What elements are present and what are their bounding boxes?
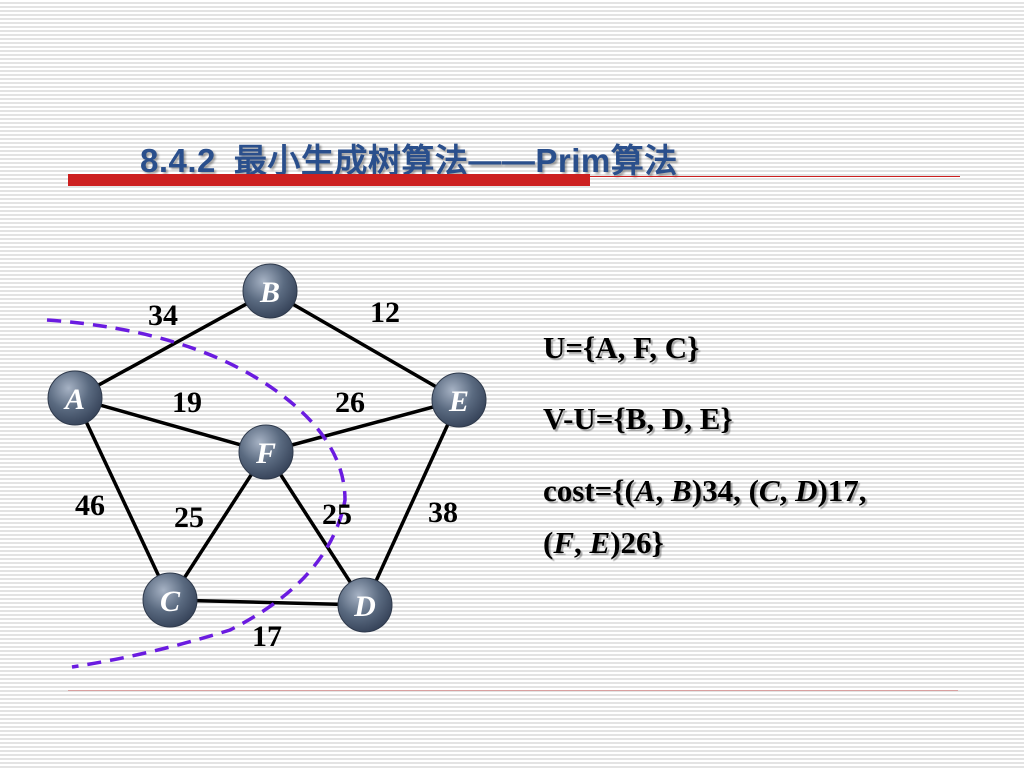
node-label-d: D [353, 590, 376, 623]
cost-line-1: cost={(A, B)34, (C, D)17, [543, 473, 867, 508]
cost-e3-a: F [553, 525, 575, 560]
weight-f-c: 25 [174, 501, 204, 534]
title-underline [590, 176, 960, 177]
cost-e1-w: 34 [702, 473, 734, 508]
u-set-text: U={A, F, C} [543, 330, 700, 365]
node-label-e: E [448, 385, 469, 418]
weight-b-e: 12 [370, 296, 400, 329]
cost-e1-a: A [634, 473, 656, 508]
footer-divider [68, 690, 958, 691]
weight-f-e: 26 [335, 386, 365, 419]
cost-e3-w: 26 [620, 525, 652, 560]
node-a: A [47, 370, 103, 426]
cut-curve [46, 318, 347, 669]
weight-a-c: 46 [75, 489, 105, 522]
section-number: 8.4.2 [140, 142, 216, 179]
page-title: 8.4.2 最小生成树算法——Prim算法 [140, 134, 678, 182]
node-label-f: F [255, 437, 276, 470]
weight-e-d: 38 [428, 496, 458, 529]
node-label-c: C [160, 585, 181, 618]
cost-e2-b: D [795, 473, 818, 508]
edge-f-c [168, 451, 268, 601]
node-b: B [242, 263, 298, 319]
edge-a-b [74, 289, 271, 400]
title-accent-bar [68, 174, 590, 186]
cost-prefix: cost={( [543, 473, 635, 508]
cost-e2-a: C [758, 473, 780, 508]
edge-c-d [169, 598, 366, 607]
weight-a-b: 34 [148, 299, 178, 332]
node-label-a: A [63, 383, 85, 416]
vu-set-text: V-U={B, D, E} [543, 401, 733, 436]
title-text: 最小生成树算法——Prim算法 [233, 142, 678, 179]
cost-e3-b: E [589, 525, 611, 560]
weight-f-d: 25 [322, 498, 352, 531]
node-d: D [337, 577, 393, 633]
cost-e2-w: 17 [827, 473, 859, 508]
node-label-b: B [259, 276, 280, 309]
edge-a-f [74, 396, 267, 454]
edge-b-e [269, 289, 460, 402]
edge-e-d [363, 399, 461, 606]
node-c: C [142, 572, 198, 628]
node-e: E [431, 372, 487, 428]
edge-a-c [73, 397, 172, 601]
weight-a-f: 19 [172, 386, 202, 419]
cost-e1-b: B [671, 473, 692, 508]
weight-c-d: 17 [252, 620, 282, 653]
node-f: F [238, 424, 294, 480]
cost-line-2: (F, E)26} [543, 525, 664, 560]
edge-f-e [265, 398, 460, 454]
edge-f-d [264, 451, 367, 606]
